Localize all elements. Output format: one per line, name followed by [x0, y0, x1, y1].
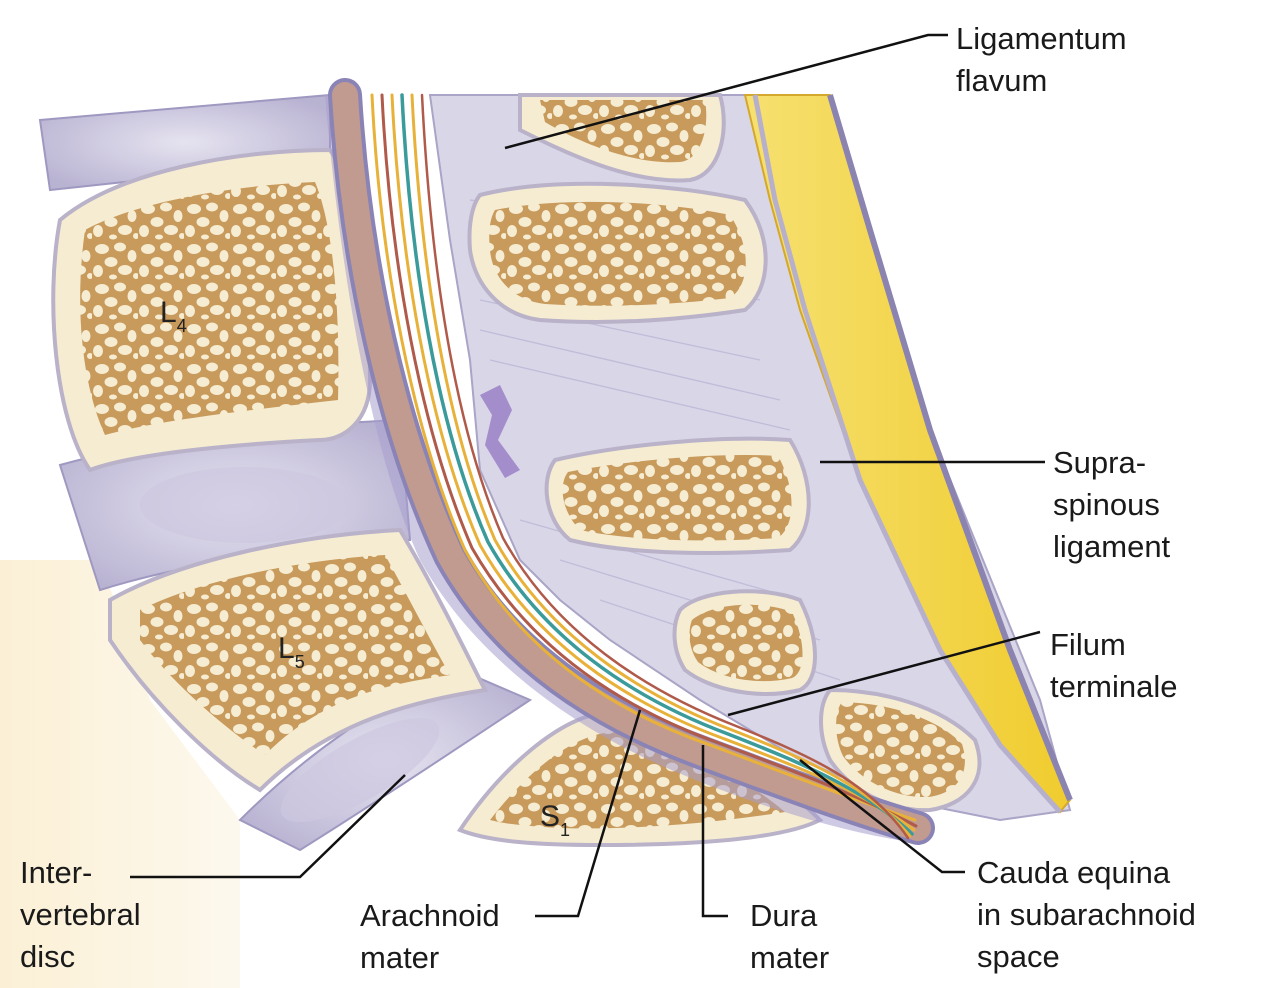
- sacral-spinous-trabecular: [689, 604, 803, 682]
- s1-label: S1: [540, 800, 570, 840]
- lower-spinous-trabecular: [562, 454, 792, 541]
- l4-trabecular-bone: [80, 182, 339, 435]
- leader-disc: [130, 774, 406, 879]
- epidural-vein: [480, 385, 520, 478]
- s1-trabecular-bone: [490, 732, 785, 829]
- leader-lines: [130, 33, 1045, 918]
- sacral-crest-trabecular: [836, 702, 965, 798]
- disc-nucleus-lower: [280, 718, 440, 822]
- l5-trabecular-bone: [140, 555, 450, 755]
- mid-spinous-trabecular: [489, 201, 746, 306]
- leader-ligamentum-flavum: [504, 33, 948, 150]
- leader-dura: [701, 745, 728, 918]
- l4-label: L4: [160, 296, 187, 336]
- background-tint: [0, 560, 240, 988]
- leader-arachnoid: [535, 709, 642, 918]
- cauda-equina-nerves: [370, 93, 918, 840]
- l5-label: L5: [278, 632, 305, 672]
- disc-nucleus: [140, 467, 350, 543]
- leader-filum: [727, 630, 1041, 717]
- skin-edge: [827, 94, 1073, 802]
- leader-cauda: [799, 759, 965, 874]
- upper-spinous-trabecular: [540, 100, 707, 163]
- subarachnoid-space: [332, 82, 931, 841]
- supraspinous-ligament-band: [752, 94, 1062, 814]
